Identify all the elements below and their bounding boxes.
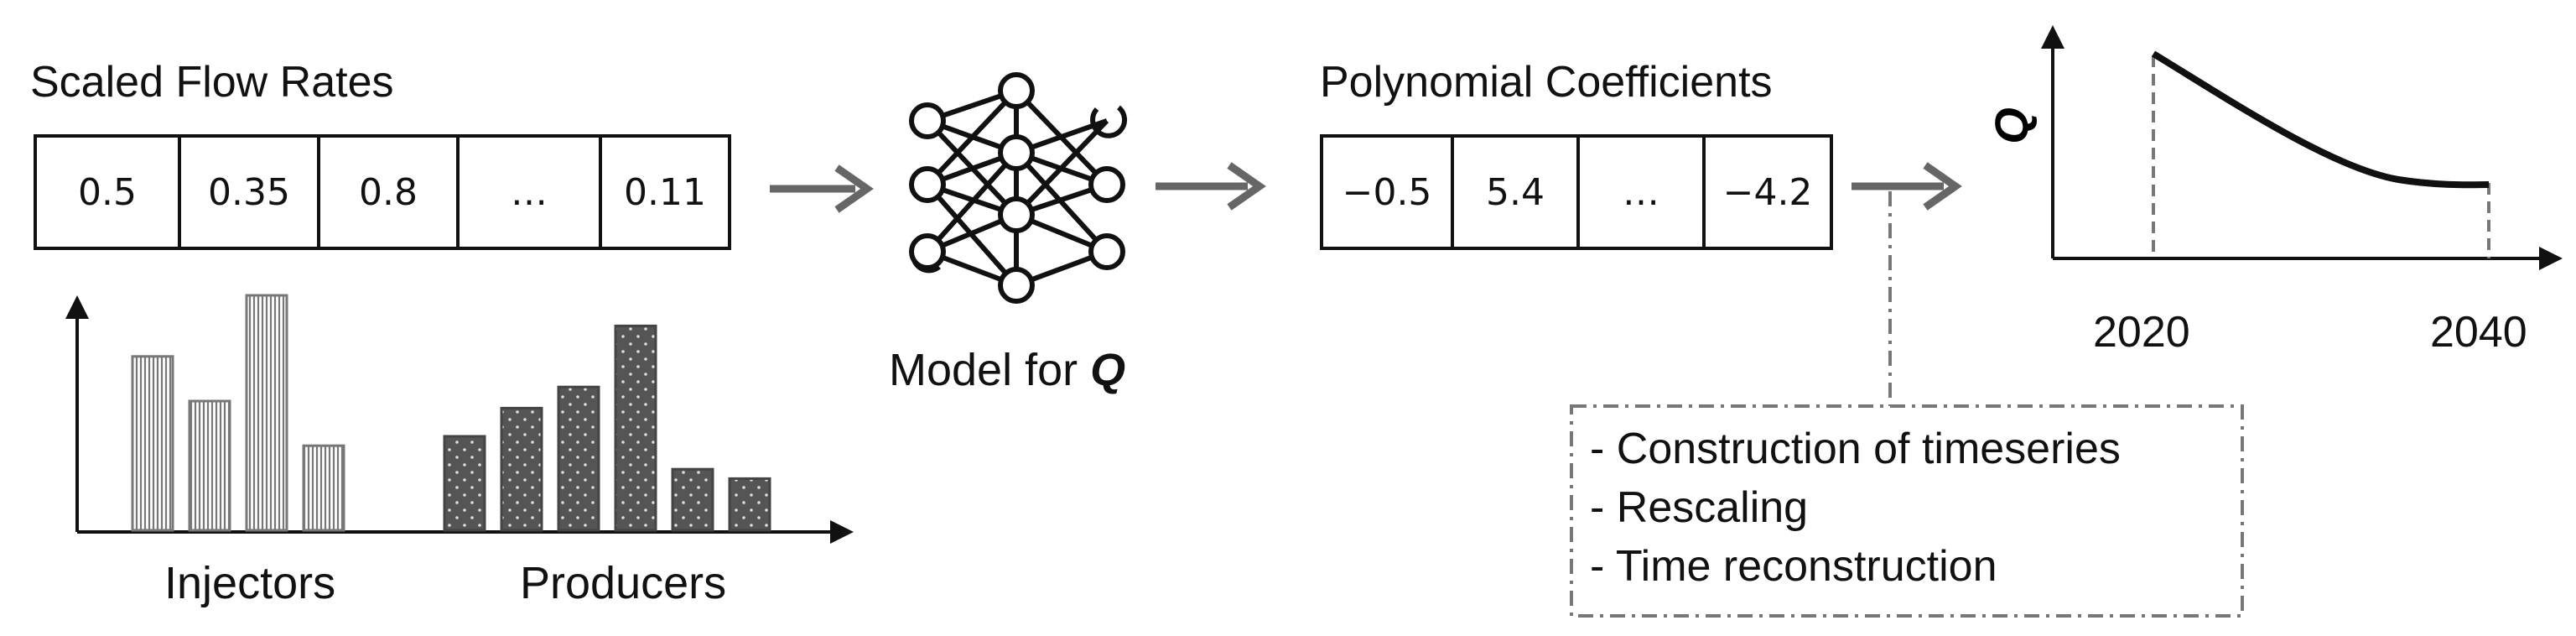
producer-bar <box>671 467 714 532</box>
coefficient-cell: −4.2 <box>1722 170 1813 214</box>
note-item: - Rescaling <box>1590 483 1809 532</box>
arrow-to-coefficients <box>1156 162 1266 211</box>
model-label: Model for Q <box>889 347 1125 393</box>
notes-box-border <box>1570 404 2244 618</box>
neural-network-icon <box>909 72 1128 304</box>
producer-bar <box>443 435 486 532</box>
producer-bar <box>728 477 771 532</box>
tick-label-2020: 2020 <box>2093 308 2190 357</box>
producer-bar <box>500 406 543 532</box>
coefficient-cell: 5.4 <box>1454 138 1580 247</box>
producer-bar <box>557 385 600 532</box>
bar-chart-y-arrowhead <box>65 295 89 319</box>
note-item: - Construction of timeseries <box>1590 425 2121 473</box>
arrow-to-output <box>1852 162 1962 211</box>
output-curve <box>2151 50 2490 189</box>
flow-rate-cell: 0.35 <box>181 138 320 247</box>
tick-label-2040: 2040 <box>2430 308 2527 357</box>
input-title: Scaled Flow Rates <box>30 58 394 107</box>
flow-rate-cell: 0.8 <box>320 138 460 247</box>
flow-rate-cell: 0.11 <box>624 170 706 214</box>
flow-rate-vector: 0.5 0.35 0.8 … 0.11 <box>34 134 731 250</box>
injectors-label: Injectors <box>164 558 336 608</box>
producers-label: Producers <box>520 558 727 608</box>
coefficient-cell: −0.5 <box>1323 138 1454 247</box>
flow-rate-cell: 0.5 <box>37 138 181 247</box>
bar-chart-x-arrowhead <box>830 520 854 544</box>
injector-bar <box>302 444 345 532</box>
arrow-to-model <box>770 164 874 213</box>
output-chart-x-arrowhead <box>2539 247 2563 270</box>
output-y-label: Q <box>1985 107 2038 144</box>
coefficient-vector: −0.5 5.4 … −4.2 <box>1320 134 1833 250</box>
injector-bar <box>131 355 174 532</box>
note-item: - Time reconstruction <box>1590 542 1997 591</box>
output-chart-y-arrowhead <box>2041 25 2064 49</box>
coefficient-cell: … <box>1580 138 1706 247</box>
model-label-prefix: Model for <box>889 345 1091 395</box>
injector-bar <box>245 294 288 532</box>
model-q-symbol: Q <box>1090 345 1126 395</box>
injector-bar <box>188 399 231 532</box>
flow-rate-cell: … <box>460 138 602 247</box>
post-processing-notes: - Construction of timeseries - Rescaling… <box>1571 406 2242 616</box>
producer-bar <box>614 324 657 532</box>
coefficients-title: Polynomial Coefficients <box>1320 58 1773 107</box>
